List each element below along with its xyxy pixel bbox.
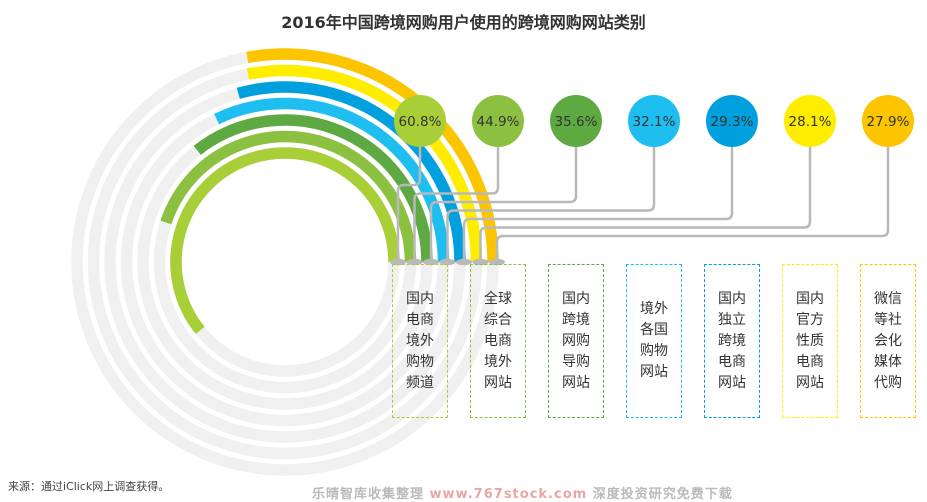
bar-2 (160, 130, 417, 263)
category-label: 国内跨境网购导购网站 (562, 290, 590, 391)
connector-5 (462, 147, 734, 262)
watermark-right: 深度投资研究免费下载 (592, 487, 733, 502)
value-label-6: 28.1% (789, 114, 832, 130)
anchor-dot-2 (406, 258, 423, 266)
watermark-left: 乐晴智库收集整理 (312, 487, 425, 502)
bar-3 (193, 114, 433, 263)
anchor-dot-1 (390, 258, 406, 266)
value-label-3: 35.6% (555, 114, 598, 130)
value-bubble-5 (706, 95, 758, 147)
connector-2 (413, 147, 500, 262)
bar-1 (170, 147, 400, 335)
category-label: 国内独立跨境电商网站 (718, 290, 746, 391)
category-label: 全球综合电商境外网站 (484, 290, 512, 391)
value-bubble-3 (550, 95, 602, 147)
category-box-2: 全球综合电商境外网站 (470, 264, 526, 418)
category-box-5: 国内独立跨境电商网站 (704, 264, 760, 418)
category-label: 国内官方性质电商网站 (796, 290, 824, 391)
category-box-3: 国内跨境网购导购网站 (548, 264, 604, 418)
anchor-dot-3 (423, 258, 439, 266)
anchor-dot-6 (472, 258, 489, 266)
value-label-5: 29.3% (711, 114, 754, 130)
value-bubble-2 (472, 95, 524, 147)
value-label-7: 27.9% (867, 114, 910, 130)
category-label: 境外各国购物网站 (640, 301, 668, 380)
value-bubble-4 (628, 95, 680, 147)
bar-5 (236, 81, 466, 263)
connector-1 (396, 147, 422, 262)
anchor-dot-5 (456, 258, 472, 266)
watermark: 乐晴智库收集整理 www.767stock.com 深度投资研究免费下载 (312, 483, 733, 502)
value-label-2: 44.9% (477, 114, 520, 130)
category-box-7: 微信等社会化媒体代购 (860, 264, 916, 418)
category-box-4: 境外各国购物网站 (626, 264, 682, 418)
connector-4 (446, 147, 656, 262)
value-label-1: 60.8% (399, 114, 442, 130)
bar-4 (214, 97, 450, 263)
value-label-4: 32.1% (633, 114, 676, 130)
connector-6 (479, 147, 812, 262)
value-bubble-1 (394, 95, 446, 147)
connector-lines (396, 147, 890, 262)
watermark-url: www.767stock.com (429, 487, 588, 502)
value-bubble-7 (862, 95, 914, 147)
connector-3 (429, 147, 578, 262)
anchor-dot-7 (489, 258, 505, 266)
source-note: 来源：通过iClick网上调查获得。 (8, 480, 170, 493)
value-bubbles: 60.8% 44.9% 35.6% 32.1% 29.3% 28.1% 27.9% (394, 95, 914, 147)
connector-anchors (390, 258, 505, 266)
anchor-dot-4 (439, 258, 456, 266)
category-box-1: 国内电商境外购物频道 (392, 264, 448, 418)
category-box-6: 国内官方性质电商网站 (782, 264, 838, 418)
chart-title: 2016年中国跨境网购用户使用的跨境网购网站类别 (281, 13, 646, 32)
connector-7 (495, 147, 890, 262)
category-label: 国内电商境外购物频道 (406, 290, 434, 391)
category-label: 微信等社会化媒体代购 (874, 290, 902, 391)
value-bubble-6 (784, 95, 836, 147)
